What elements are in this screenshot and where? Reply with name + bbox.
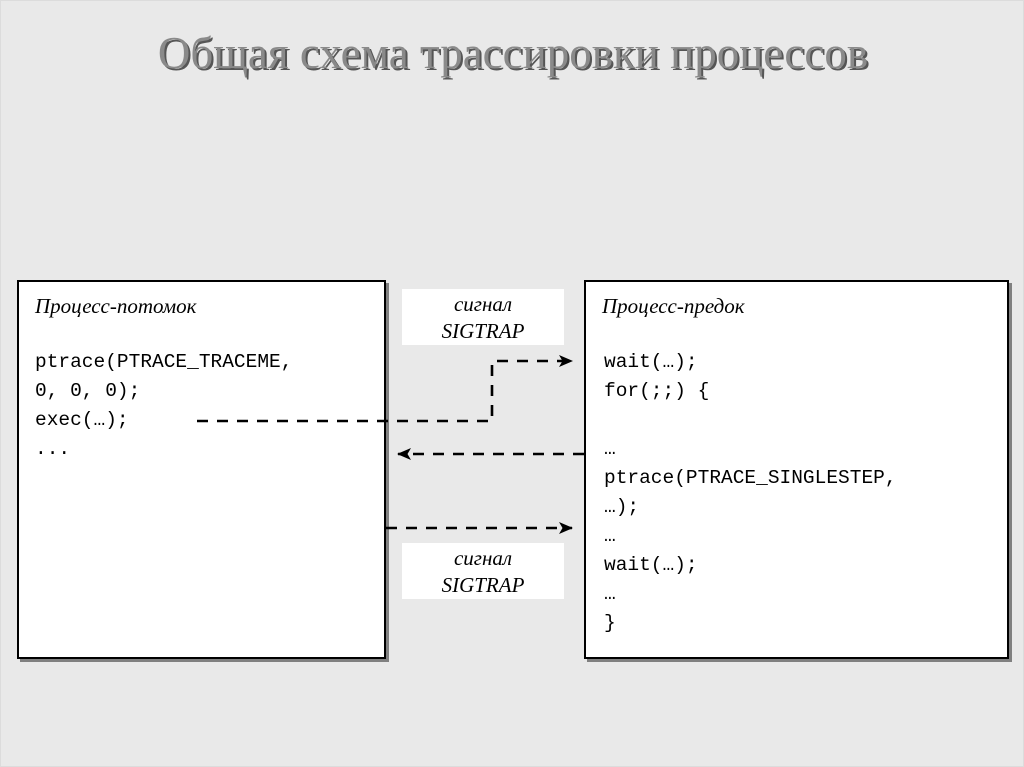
page-title: Общая схема трассировки процессов [157, 28, 869, 78]
parent-process-box: Процесс-предок wait(…); for(;;) { … ptra… [584, 280, 1009, 659]
child-process-code: ptrace(PTRACE_TRACEME, 0, 0, 0); exec(…)… [35, 351, 293, 460]
parent-process-code: wait(…); for(;;) { … ptrace(PTRACE_SINGL… [604, 351, 897, 634]
parent-process-heading: Процесс-предок [602, 294, 745, 318]
signal-label-top: сигнал SIGTRAP [402, 289, 564, 345]
child-process-box: Процесс-потомок ptrace(PTRACE_TRACEME, 0… [17, 280, 386, 659]
child-process-heading: Процесс-потомок [35, 294, 197, 318]
signal-label-bottom: сигнал SIGTRAP [402, 543, 564, 599]
